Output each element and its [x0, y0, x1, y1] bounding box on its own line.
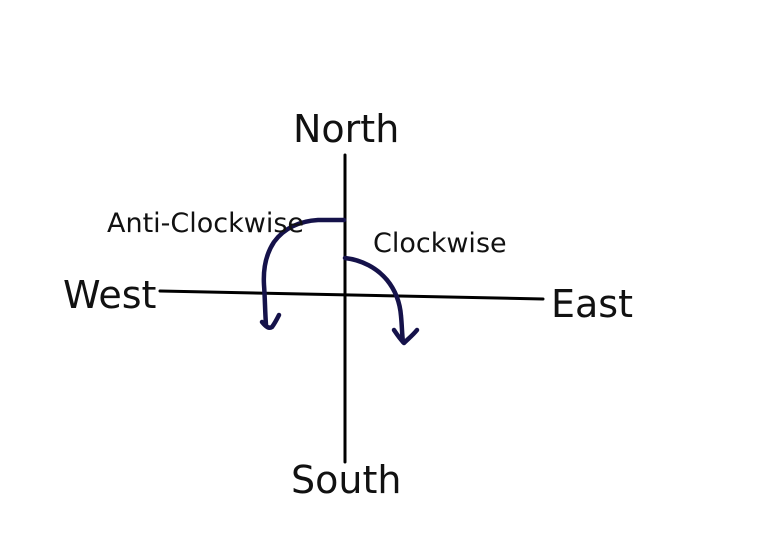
anticlockwise-arrow	[259, 217, 347, 330]
clockwise-arc	[342, 255, 406, 345]
south-label: South	[291, 458, 402, 502]
west-east-axis	[158, 289, 545, 301]
anticlockwise-arrowhead	[259, 312, 282, 330]
east-label: East	[551, 282, 633, 326]
anticlockwise-arc	[261, 217, 347, 328]
anticlockwise-label: Anti-Clockwise	[107, 208, 305, 239]
clockwise-arrowhead	[391, 327, 420, 346]
clockwise-label: Clockwise	[373, 228, 507, 259]
north-label: North	[293, 107, 400, 151]
clockwise-arrow	[342, 255, 420, 346]
west-label: West	[63, 273, 157, 317]
